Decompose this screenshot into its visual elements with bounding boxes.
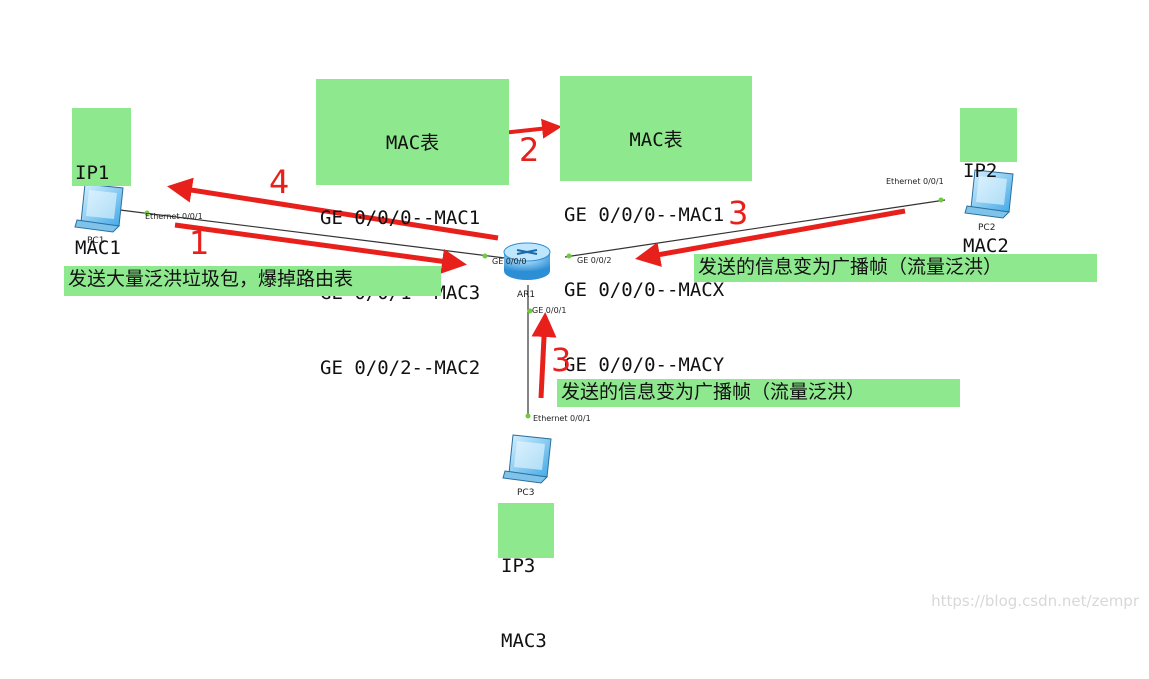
port-dot-ar1-right — [566, 253, 572, 259]
mac-table-before: MAC表 GE 0/0/0--MAC1 GE 0/0/1--MAC3 GE 0/… — [316, 79, 509, 379]
mac-table-before-title: MAC表 — [385, 132, 440, 154]
mac-table-before-row: GE 0/0/2--MAC2 — [320, 357, 481, 379]
pc3-address-label: IP3 MAC3 — [498, 503, 554, 652]
mac-table-after-row: GE 0/0/0--MAC1 — [564, 204, 725, 226]
pc3-ip: IP3 — [501, 555, 536, 577]
watermark: https://blog.csdn.net/zempr — [931, 592, 1139, 610]
pc1-mac: MAC1 — [75, 237, 121, 259]
pc2-port-label: Ethernet 0/0/1 — [886, 177, 944, 186]
arrow-step-2 — [501, 118, 562, 139]
mac-table-after-row: GE 0/0/0--MACX — [564, 279, 725, 301]
arrow-step-3-right — [635, 208, 906, 267]
port-dot-ar1-left — [482, 253, 488, 259]
note-broadcast-right: 发送的信息变为广播帧（流量泛洪） — [694, 254, 1097, 282]
ar1-port-right-label: GE 0/0/2 — [577, 256, 612, 265]
network-diagram — [74, 118, 1014, 484]
link-pc2-ar1 — [564, 199, 946, 258]
step-number-4: 4 — [269, 163, 290, 201]
pc1-address-label: IP1 MAC1 — [72, 108, 131, 259]
mac-table-after-row: GE 0/0/0--MACY — [564, 354, 725, 376]
pc2-address-label: IP2 MAC2 — [960, 108, 1017, 257]
mac-table-before-row: GE 0/0/0--MAC1 — [320, 207, 481, 229]
pc1-computer-icon[interactable] — [74, 183, 124, 233]
note-broadcast-down: 发送的信息变为广播帧（流量泛洪） — [557, 379, 960, 407]
step-number-2: 2 — [519, 131, 540, 169]
pc1-device-label: PC1 — [87, 236, 105, 246]
port-dot-ar1-down — [527, 308, 533, 314]
ar1-port-down-label: GE 0/0/1 — [532, 306, 567, 315]
step-number-1: 1 — [189, 224, 210, 262]
pc2-ip: IP2 — [963, 160, 998, 182]
step-number-3: 3 — [728, 194, 749, 232]
pc3-computer-icon[interactable] — [502, 434, 552, 484]
arrow-step-4 — [167, 177, 499, 241]
arrow-step-3-down — [531, 312, 557, 399]
ar1-port-left-label: GE 0/0/0 — [492, 257, 527, 266]
pc1-port-label: Ethernet 0/0/1 — [145, 212, 203, 221]
pc1-ip: IP1 — [75, 162, 110, 184]
pc2-device-label: PC2 — [978, 223, 996, 233]
step-number-3: 3 — [551, 341, 572, 379]
port-dot-pc2 — [938, 197, 944, 203]
port-dot-pc3 — [525, 413, 531, 419]
pc2-mac: MAC2 — [963, 235, 1009, 257]
mac-table-after-title: MAC表 — [629, 129, 683, 151]
mac-table-after: MAC表 GE 0/0/0--MAC1 GE 0/0/0--MACX GE 0/… — [560, 76, 752, 376]
arrow-step-1 — [174, 222, 467, 274]
pc3-mac: MAC3 — [501, 630, 547, 652]
note-flood-attack: 发送大量泛洪垃圾包，爆掉路由表 — [64, 266, 441, 296]
port-dot-pc1 — [144, 210, 150, 216]
router-device-label: AR1 — [517, 290, 536, 300]
pc3-device-label: PC3 — [517, 488, 535, 498]
pc2-computer-icon[interactable] — [964, 169, 1014, 219]
router-icon[interactable] — [503, 242, 551, 280]
pc3-port-label: Ethernet 0/0/1 — [533, 414, 591, 423]
